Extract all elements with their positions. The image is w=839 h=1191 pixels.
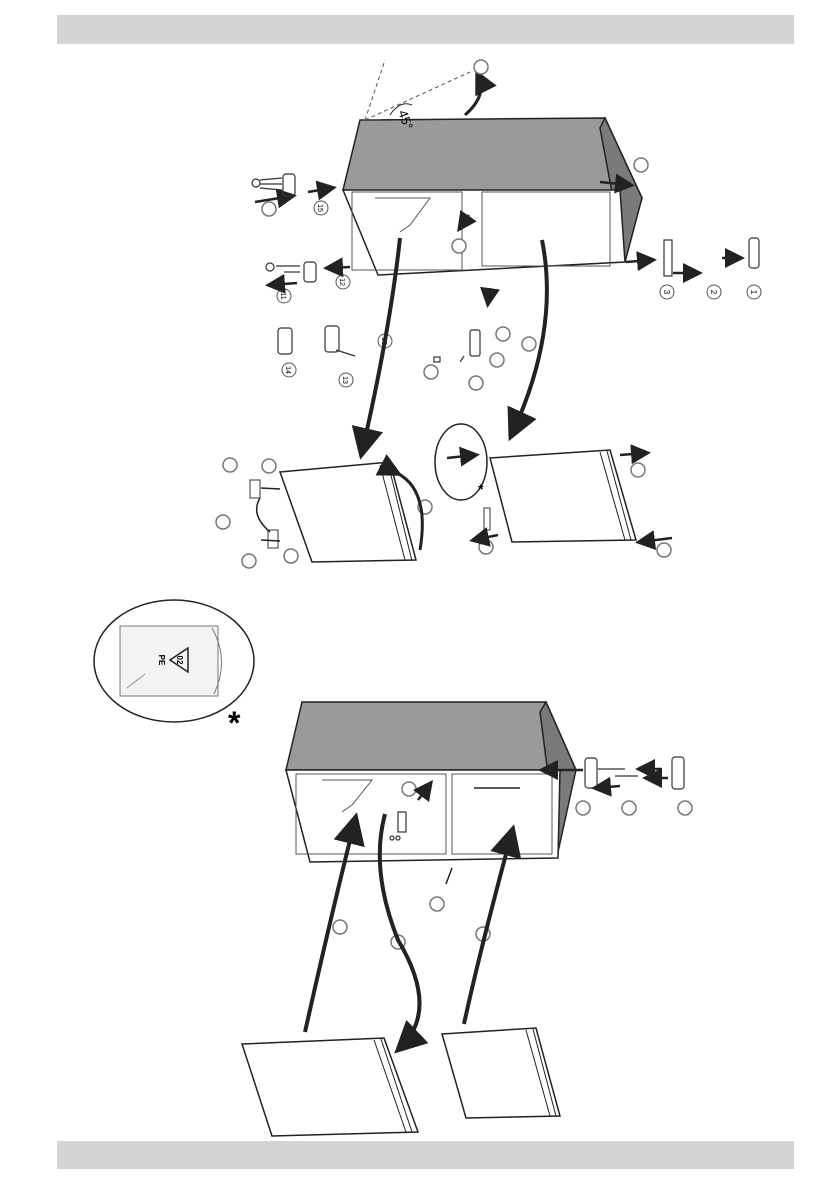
bottom-cabinet (286, 702, 576, 862)
top-cabinet (343, 118, 642, 275)
bottom-right-door (442, 1028, 560, 1118)
asterisk-mark-2: * (228, 705, 241, 741)
left-door-top (250, 462, 422, 562)
step-13-label: 13 (341, 376, 348, 384)
recycle-bag-icon (120, 626, 218, 696)
bottom-left-door (242, 1038, 418, 1136)
hinge-icon (283, 174, 295, 196)
bottom-hardware (585, 757, 684, 789)
cabinet-front (343, 190, 625, 275)
bottom-right-door-arrow (464, 832, 512, 1024)
step-11-label: 11 (279, 292, 286, 299)
recycle-code: 02 (175, 656, 184, 665)
step-15-label: 15 (316, 204, 323, 212)
step-2-label: 2 (709, 290, 718, 295)
step-14-label: 14 (284, 366, 291, 374)
step-3-label: 3 (662, 290, 671, 295)
asterisk-mark-1: * (478, 481, 484, 497)
screw-icon (252, 179, 260, 187)
tilt-arrow (465, 75, 481, 115)
recycle-material: PE (157, 655, 166, 666)
cabinet-top-face (343, 118, 642, 198)
step-12-label: 12 (338, 278, 345, 286)
step-1-label: 1 (749, 290, 758, 295)
angle-guide (365, 60, 385, 120)
recycle-bag-callout: 02 PE (94, 600, 254, 722)
